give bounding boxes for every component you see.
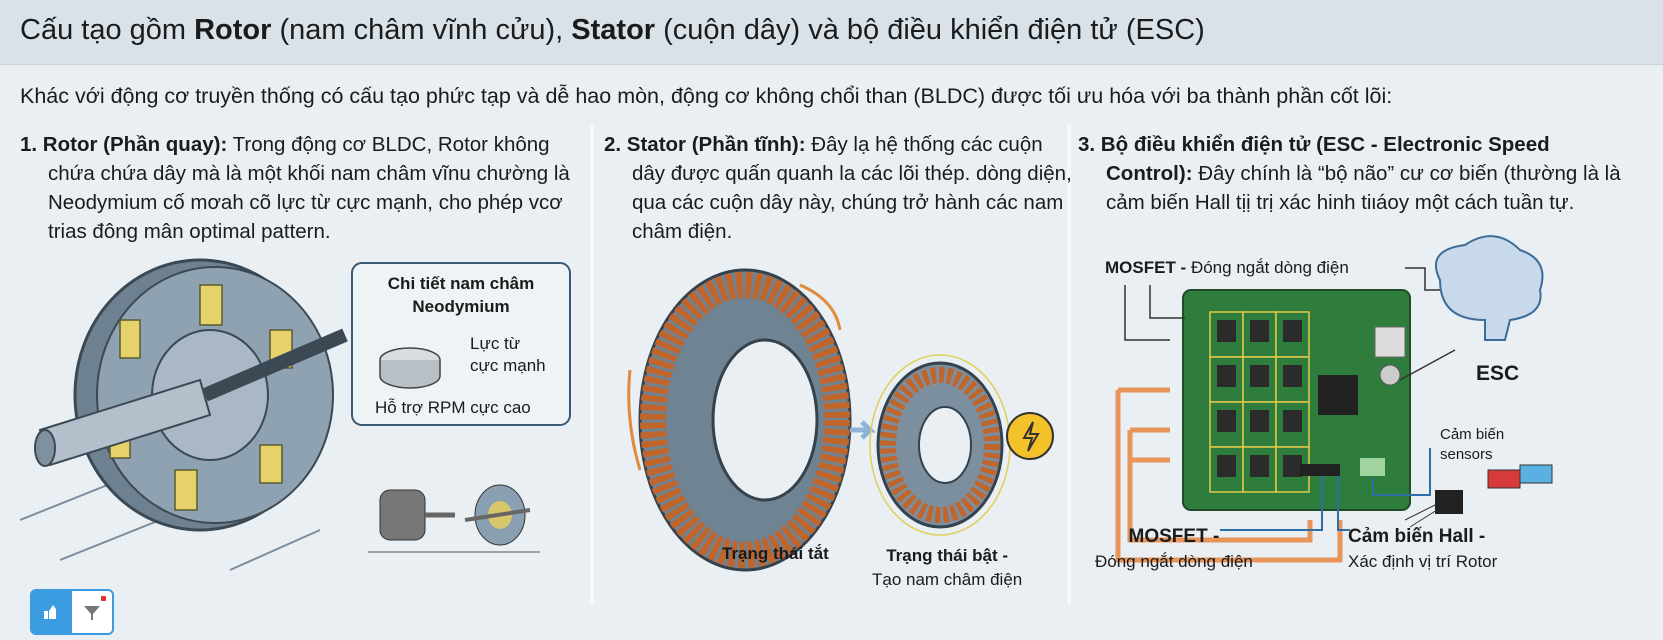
- force-line: Lực từ: [470, 334, 521, 353]
- rpm-label: Hỗ trợ RPM cực cao: [375, 398, 531, 417]
- mosfet-chip: [1283, 365, 1302, 387]
- stator-on-label: Trạng thái bật - Tạo nam châm điện: [872, 544, 1022, 592]
- hall-label: Cảm biến Hall - Xác định vị trí Rotor: [1348, 524, 1497, 574]
- intro-text: Khác với động cơ truyền thống có cấu tạo…: [20, 84, 1393, 108]
- title-text: (cuộn dây) và bộ điều khiển điện tử (ESC…: [655, 14, 1205, 46]
- force-label: Lực từ cực mạnh: [470, 333, 546, 377]
- section-stator: 2. Stator (Phần tĩnh): Đây lạ hệ thống c…: [604, 130, 1072, 246]
- label-bold: MOSFET -: [1128, 526, 1220, 547]
- sensor-line: Cảm biến: [1440, 426, 1505, 443]
- title-rotor: Rotor: [194, 14, 272, 46]
- title-text: Cấu tạo gồm: [20, 14, 195, 46]
- callout-title-line: Chi tiết nam châm: [387, 274, 535, 293]
- title-stator: Stator: [571, 14, 656, 46]
- callout-title-line: Neodymium: [412, 297, 510, 316]
- filter-icon[interactable]: [72, 591, 112, 633]
- label-text: Đóng ngắt dòng điện: [1095, 552, 1253, 571]
- notification-dot: [101, 596, 106, 601]
- mosfet-chip: [1250, 455, 1269, 477]
- mosfet-bottom-label: MOSFET - Đóng ngắt dòng điện: [1095, 524, 1253, 574]
- mosfet-chip: [1283, 320, 1302, 342]
- mosfet-chip: [1217, 365, 1236, 387]
- mosfet-chip: [1250, 320, 1269, 342]
- label-text: Đóng ngắt dòng điện: [1190, 258, 1349, 277]
- section-heading: 3. Bộ điều khiển điện tử (ESC - Electron…: [1078, 133, 1550, 185]
- column-divider: [1067, 125, 1071, 605]
- label-bold: Cảm biến Hall -: [1348, 526, 1486, 547]
- stator-on-line: Trạng thái bật -: [886, 546, 1009, 565]
- sensor-label: Cảm biến sensors: [1440, 425, 1504, 465]
- label-bold: MOSFET -: [1105, 258, 1187, 277]
- section-body: Trong động cơ BLDC, Rotor không chứa chứ…: [48, 133, 570, 243]
- page-title: Cấu tạo gồm Rotor (nam châm vĩnh cửu), S…: [20, 14, 1205, 47]
- stator-on-illustration: [869, 354, 1054, 536]
- thumbs-up-icon[interactable]: [32, 591, 72, 633]
- small-motors: [368, 484, 540, 553]
- title-text: (nam châm vĩnh cửu),: [271, 14, 572, 46]
- stator-off-label: Trạng thái tắt: [722, 544, 829, 563]
- mosfet-top-label: MOSFET - Đóng ngắt dòng điện: [1105, 258, 1349, 278]
- stator-off-illustration: [627, 268, 877, 572]
- mosfet-chip: [1250, 410, 1269, 432]
- mosfet-chip: [1283, 455, 1302, 477]
- stator-on-line: Tạo nam châm điện: [872, 570, 1023, 589]
- section-body: Đây lạ hệ thống các cuộn dây được quấn q…: [632, 133, 1072, 243]
- mosfet-chip: [1283, 410, 1302, 432]
- sensor-line: sensors: [1440, 446, 1493, 463]
- section-heading: 1. Rotor (Phần quay):: [20, 133, 228, 156]
- column-divider: [590, 125, 594, 605]
- section-esc: 3. Bộ điều khiển điện tử (ESC - Electron…: [1078, 130, 1636, 217]
- mosfet-chip: [1217, 410, 1236, 432]
- rotor-illustration: [19, 258, 348, 571]
- section-heading: 2. Stator (Phần tĩnh):: [604, 133, 806, 156]
- mosfet-chip: [1217, 320, 1236, 342]
- mosfet-chip: [1217, 455, 1236, 477]
- mosfet-chip: [1250, 365, 1269, 387]
- esc-pcb-illustration: [1115, 235, 1553, 563]
- neodymium-callout: [351, 262, 571, 426]
- esc-label: ESC: [1476, 362, 1520, 385]
- force-line: cực mạnh: [470, 356, 546, 375]
- feedback-toolbar: [30, 589, 114, 635]
- header-bar: [0, 0, 1663, 65]
- label-text: Xác định vị trí Rotor: [1348, 552, 1498, 571]
- section-body: Đây chính là “bộ não” cư cơ biến (thường…: [1106, 162, 1621, 214]
- section-rotor: 1. Rotor (Phần quay): Trong động cơ BLDC…: [20, 130, 593, 246]
